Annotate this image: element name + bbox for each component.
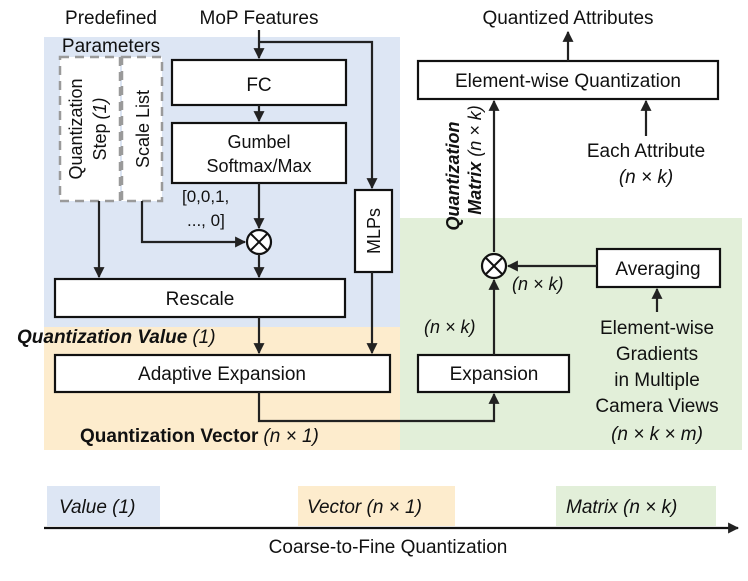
- each-attribute-label: Each Attribute: [587, 141, 705, 162]
- legend-vector-swatch: [298, 486, 455, 526]
- quantization-step-label-1: Quantization: [66, 78, 86, 179]
- quantization-step-symbol: (1): [90, 97, 110, 119]
- one-hot-label-1: [0,0,1,: [182, 187, 229, 206]
- arrow-scale-list-to-multiply: [140, 201, 247, 248]
- gradients-label-1: Element-wise: [600, 318, 714, 339]
- gumbel-label-2: Softmax/Max: [206, 156, 311, 176]
- quantization-step-label-2: Step (1): [90, 97, 110, 160]
- quantization-vector-symbol: (n × 1): [263, 426, 318, 447]
- coarse-to-fine-label: Coarse-to-Fine Quantization: [269, 537, 508, 558]
- averaging-label: Averaging: [615, 259, 700, 280]
- quantization-matrix-text: Matrix: [465, 161, 485, 215]
- gradients-label-2: Gradients: [616, 344, 698, 365]
- quantization-matrix-symbol: (n × k): [465, 105, 485, 157]
- each-attribute-symbol: (n × k): [619, 167, 673, 188]
- mop-features-label: MoP Features: [200, 8, 319, 29]
- fc-label: FC: [246, 75, 271, 96]
- quantization-value-label: Quantization Value(1): [17, 327, 216, 348]
- one-hot-label-2: ..., 0]: [187, 211, 225, 230]
- arrow-adaptive-to-expansion: [257, 392, 500, 423]
- quantization-matrix-label-2: Matrix (n × k): [465, 105, 485, 215]
- expansion-box: [416, 353, 571, 394]
- legend-value-label: Value (1): [59, 497, 135, 518]
- adaptive-expansion-label: Adaptive Expansion: [138, 364, 306, 385]
- legend-matrix-swatch: [556, 486, 716, 526]
- rescale-box: [53, 277, 347, 319]
- legend-matrix-label: Matrix (n × k): [566, 497, 677, 518]
- quantization-vector-text: Quantization Vector: [80, 426, 259, 447]
- legend-vector-label: Vector (n × 1): [307, 497, 422, 518]
- fc-box: [170, 58, 348, 107]
- quantization-value-text: Quantization Value: [17, 327, 188, 348]
- elementwise-quantization-box: [416, 59, 720, 101]
- multiply-node-matrix: [480, 252, 508, 280]
- quantization-value-symbol: (1): [192, 327, 215, 348]
- elementwise-quantization-label: Element-wise Quantization: [455, 71, 681, 92]
- quantization-step-text: Step: [90, 123, 110, 160]
- arrow-mop-to-mlps: [259, 40, 378, 190]
- averaging-out-symbol: (n × k): [512, 274, 564, 294]
- predefined-params-label-2: Parameters: [62, 36, 160, 57]
- adaptive-expansion-box: [53, 353, 392, 394]
- mlps-label: MLPs: [364, 208, 384, 254]
- quantized-attributes-label: Quantized Attributes: [482, 8, 653, 29]
- gumbel-label-1: Gumbel: [227, 132, 290, 152]
- quantization-step-box: [58, 55, 122, 203]
- quantization-matrix-label-1: Quantization: [443, 122, 463, 231]
- quantization-vector-label: Quantization Vector(n × 1): [80, 426, 319, 447]
- gumbel-box: [170, 121, 348, 185]
- scale-list-box: [120, 55, 164, 203]
- mlps-box: [353, 188, 394, 274]
- predefined-params-label-1: Predefined: [65, 8, 157, 29]
- gradients-label-3: in Multiple: [614, 370, 700, 391]
- rescale-label: Rescale: [166, 289, 235, 310]
- multiply-node-value: [245, 228, 273, 256]
- expansion-label: Expansion: [450, 364, 539, 385]
- averaging-box: [595, 247, 722, 289]
- gradients-symbol: (n × k × m): [611, 424, 703, 445]
- expansion-out-symbol: (n × k): [424, 317, 476, 337]
- scale-list-label: Scale List: [133, 90, 153, 168]
- legend-value-swatch: [47, 486, 160, 526]
- gradients-label-4: Camera Views: [595, 396, 718, 417]
